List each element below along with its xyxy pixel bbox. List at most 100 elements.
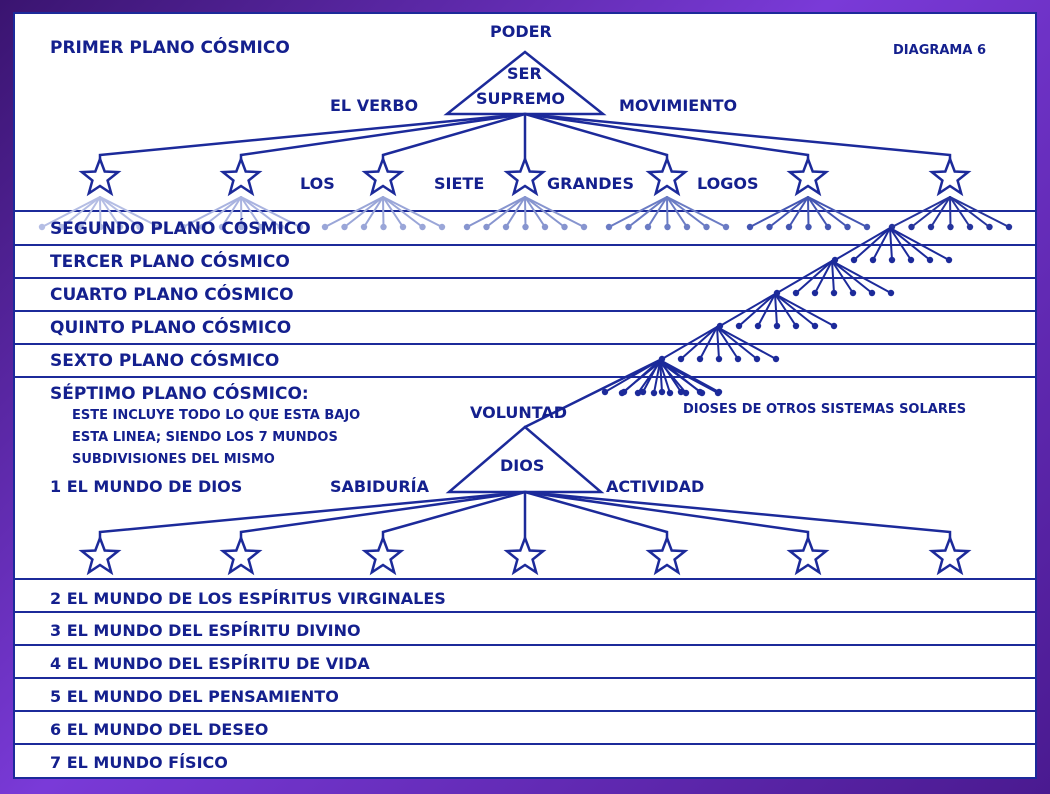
logos-fan-line xyxy=(99,196,141,228)
cascade-fan-line xyxy=(716,326,720,360)
logos-fan-line xyxy=(343,196,384,228)
cascade-fan-line xyxy=(699,326,718,360)
logos-fan-dot xyxy=(625,223,632,231)
supremo-label: SUPREMO xyxy=(476,89,566,108)
logos-fan-dot xyxy=(844,223,851,231)
other-gods-fan-line xyxy=(653,361,661,394)
world-1-label: 1 EL MUNDO DE DIOS xyxy=(50,477,243,496)
logos-fan-dot xyxy=(199,223,206,231)
logos-word-grandes: GRANDES xyxy=(547,174,634,193)
cascade-fan-line xyxy=(889,227,931,261)
logos-fan-line xyxy=(807,196,810,228)
world-2-label: 2 EL MUNDO DE LOS ESPÍRITUS VIRGINALES xyxy=(50,589,446,608)
cascade-fan-dot xyxy=(658,388,666,396)
logos-fan-line xyxy=(910,196,951,228)
logos-star xyxy=(786,155,830,197)
logos-fan-line xyxy=(524,196,585,228)
logos-fan-dot xyxy=(399,223,407,231)
logos-fan-dot xyxy=(155,223,163,231)
cascade-fan-line xyxy=(853,227,891,261)
logos-fan-line xyxy=(201,196,242,228)
cascade-fan-line xyxy=(831,260,892,294)
world-4-label: 4 EL MUNDO DEL ESPÍRITU DE VIDA xyxy=(50,654,370,673)
world-6-label: 6 EL MUNDO DEL DESEO xyxy=(50,720,269,739)
logos-fan-line xyxy=(949,196,1010,228)
other-gods-fan-dot xyxy=(698,389,706,397)
cascade-fan-dot xyxy=(926,256,934,264)
logos-fan-line xyxy=(891,196,951,228)
logos-star xyxy=(928,155,972,197)
voluntad-label: VOLUNTAD xyxy=(470,403,568,422)
logos-fan-line xyxy=(41,196,101,228)
cascade-fan-line xyxy=(831,260,835,294)
cascade-fan-dot xyxy=(792,289,800,297)
logos-fan-dot xyxy=(541,223,549,231)
logos-word-siete: SIETE xyxy=(434,174,485,193)
world-star xyxy=(786,534,830,576)
cascade-fan-dot xyxy=(715,355,723,363)
world-7-label: 7 EL MUNDO FÍSICO xyxy=(50,753,228,772)
cascade-fan-dot xyxy=(677,355,685,363)
logos-fan-dot xyxy=(805,223,812,231)
cascade-fan-line xyxy=(659,359,720,393)
logos-fan-dot xyxy=(644,223,652,231)
logos-fan-line xyxy=(363,196,384,228)
cascade-fan-dot xyxy=(945,256,953,264)
logos-fan-dot xyxy=(296,223,304,231)
cascade-fan-dot xyxy=(735,322,743,330)
logos-star xyxy=(645,155,689,197)
world-star xyxy=(78,534,122,576)
logos-fan-dot xyxy=(463,223,471,231)
logos-fan-dot xyxy=(277,223,284,231)
logos-fan-line xyxy=(240,196,243,228)
logos-fan-dot xyxy=(683,223,691,231)
cascade-fan-dot xyxy=(601,388,609,396)
logos-fan-line xyxy=(608,196,668,228)
plane-5-label: QUINTO PLANO CÓSMICO xyxy=(50,318,292,338)
logos-fan-dot xyxy=(483,223,490,231)
cascade-fan-line xyxy=(716,326,739,360)
cascade-fan-line xyxy=(774,293,835,327)
cascade-fan-dot xyxy=(754,322,762,330)
logos-star xyxy=(503,155,547,197)
logos-fan-line xyxy=(788,196,809,228)
logos-fan-dot xyxy=(766,223,773,231)
logos-fan-line xyxy=(382,196,443,228)
logos-fan-line xyxy=(382,196,424,228)
cascade-fan-line xyxy=(889,227,950,261)
logos-fan-line xyxy=(807,196,868,228)
logos-fan-line xyxy=(666,196,708,228)
cascade-to-dios-line xyxy=(523,358,662,429)
logos-fan-dot xyxy=(785,223,793,231)
cascade-fan-line xyxy=(680,326,718,360)
cascade-fan-line xyxy=(831,260,854,294)
logos-fan-line xyxy=(240,196,262,228)
logos-fan-dot xyxy=(986,223,993,231)
other-gods-fan-dot xyxy=(682,389,690,397)
cascade-fan-dot xyxy=(869,256,877,264)
logos-fan-line xyxy=(99,196,160,228)
logos-connector xyxy=(524,112,952,162)
cascade-fan-line xyxy=(716,326,777,360)
cascade-fan-dot xyxy=(907,256,915,264)
cascade-fan-dot xyxy=(830,289,838,297)
cascade-fan-line xyxy=(889,227,912,261)
cascade-fan-dot xyxy=(811,322,819,330)
plane-4-label: CUARTO PLANO CÓSMICO xyxy=(50,285,294,305)
other-gods-fan-line xyxy=(659,361,687,394)
other-gods-fan-line xyxy=(637,361,661,394)
other-gods-fan-line xyxy=(659,361,719,394)
logos-fan-line xyxy=(647,196,668,228)
plane-7-label: SÉPTIMO PLANO CÓSMICO: xyxy=(50,384,309,404)
other-gods-fan-dot xyxy=(634,389,642,397)
cascade-fan-dot xyxy=(639,388,647,396)
logos-fan-line xyxy=(80,196,101,228)
diagram-number: DIAGRAMA 6 xyxy=(893,43,986,58)
logos-fan-line xyxy=(949,196,991,228)
logos-fan-line xyxy=(240,196,282,228)
world-5-label: 5 EL MUNDO DEL PENSAMIENTO xyxy=(50,687,339,706)
logos-fan-dot xyxy=(321,223,329,231)
logos-fan-line xyxy=(807,196,829,228)
logos-fan-line xyxy=(99,196,102,228)
